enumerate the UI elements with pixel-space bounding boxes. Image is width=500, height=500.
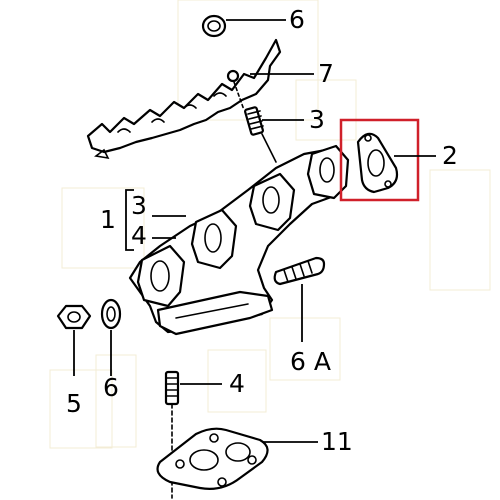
stud-top: [244, 106, 264, 136]
callout-2: 2: [442, 141, 458, 170]
callout-11: 11: [321, 427, 353, 456]
callout-7: 7: [318, 59, 334, 88]
heat-shield: [86, 38, 282, 160]
callout-6-left: 6: [103, 373, 119, 402]
leader-lines: [73, 19, 436, 443]
stud-6a: [273, 256, 326, 286]
hex-nut: [56, 304, 92, 330]
callout-4-low: 4: [229, 369, 245, 398]
exhaust-manifold: [128, 144, 350, 336]
callout-labels: 6 7 3 2 1 3 4 5 6 6 A 4 11: [66, 5, 458, 456]
stud-axis-line-lower: [261, 133, 277, 163]
small-stud: [164, 370, 180, 406]
callout-6-top: 6: [289, 5, 305, 34]
callout-4-bracket: 4: [131, 221, 147, 250]
flange-gasket: [156, 427, 269, 490]
callout-3-top: 3: [309, 105, 325, 134]
callout-5: 5: [66, 389, 82, 418]
highlight-box: [339, 118, 420, 202]
top-o-ring: [201, 14, 227, 38]
stud-axis-line: [233, 81, 245, 111]
highlighted-gasket: [356, 132, 399, 194]
callout-3-bracket: 3: [131, 191, 147, 220]
callout-1: 1: [100, 205, 116, 234]
callout-6a: 6 A: [290, 347, 331, 376]
washer: [100, 298, 122, 330]
